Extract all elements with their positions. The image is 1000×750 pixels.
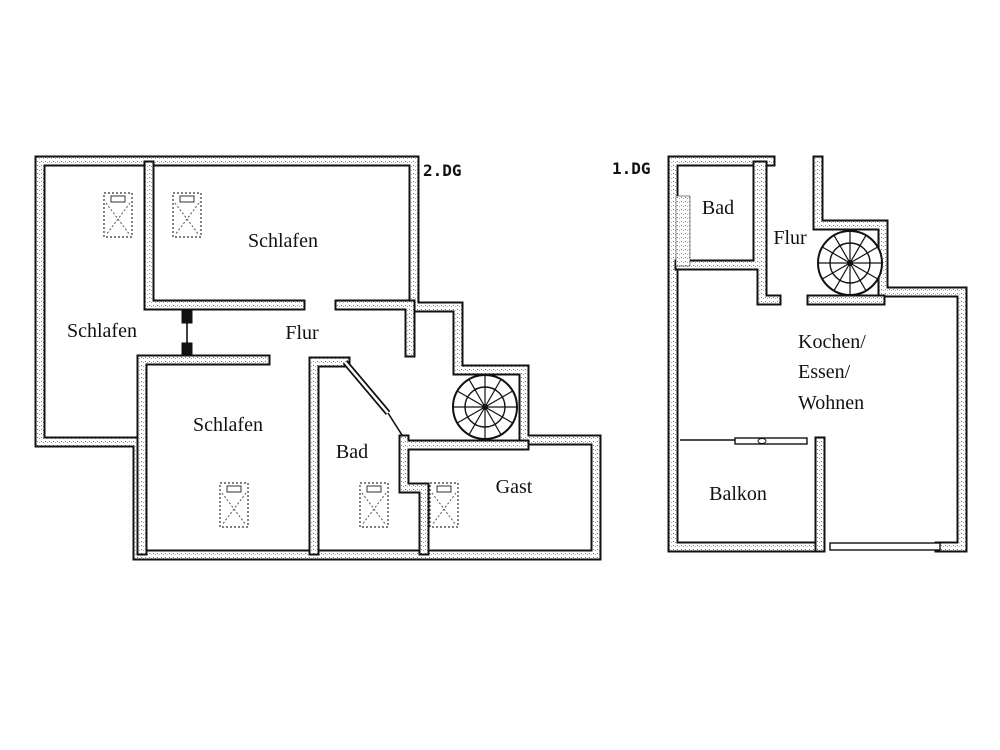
window (734, 437, 808, 445)
room-label: Essen/ (798, 361, 851, 383)
plan-2dg: 2.DG Schlafen Schlafen Flur Schlafen Bad… (34, 155, 602, 561)
room-label: Bad (702, 197, 734, 219)
room-label: Balkon (709, 483, 767, 505)
room-label: Wohnen (798, 392, 864, 414)
room-label: Kochen/ (798, 331, 866, 353)
level-label: 1.DG (612, 159, 651, 178)
room-label: Flur (285, 322, 319, 344)
room-label: Bad (336, 441, 368, 463)
outer-walls (667, 155, 968, 553)
roof-window-icon (359, 482, 389, 528)
room-label: Gast (496, 476, 533, 498)
roof-window-icon (429, 482, 459, 528)
room-label: Schlafen (193, 414, 263, 436)
roof-window-icon (219, 482, 249, 528)
plan-1dg: 1.DG Bad Flur Kochen/ Essen/ Wohnen Balk… (612, 155, 968, 553)
roof-window-icon (103, 192, 133, 238)
room-label: Flur (773, 227, 807, 249)
room-label: Schlafen (248, 230, 318, 252)
spiral-staircase-icon (817, 230, 883, 296)
roof-window-icon (172, 192, 202, 238)
level-label: 2.DG (423, 161, 462, 180)
spiral-staircase-icon (452, 374, 518, 440)
interior-walls (136, 160, 530, 556)
interior-walls (674, 160, 886, 553)
room-label: Schlafen (67, 320, 137, 342)
window (829, 542, 941, 551)
